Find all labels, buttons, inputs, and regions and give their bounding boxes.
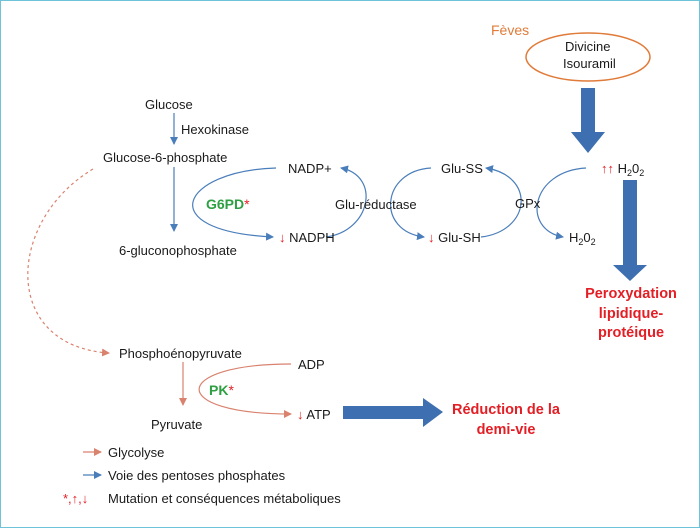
label-glucose-6-phosphate: Glucose-6-phosphate <box>103 150 228 165</box>
outcome-peroxydation: Peroxydation lipidique- protéique <box>566 285 696 344</box>
nadph-down-arrow: ↓ <box>279 230 286 245</box>
h2o2-up-arrows: ↑↑ <box>601 161 614 176</box>
label-h2o2-top: ↑↑ H202 <box>601 161 645 178</box>
label-nadp-plus: NADP+ <box>288 161 332 176</box>
reduction-line2: demi-vie <box>476 421 536 438</box>
enzyme-pk: PK* <box>209 383 234 397</box>
peroxydation-line1: Peroxydation <box>585 286 677 302</box>
legend-mutation-symbols: *,↑,↓ <box>63 491 89 506</box>
arrow-glush-gluss-gpx <box>480 165 522 238</box>
label-h2o2-bottom: H202 <box>569 230 596 247</box>
peroxydation-line2: lipidique- <box>598 305 664 322</box>
label-phosphoenopyruvate: Phosphoénopyruvate <box>119 346 242 361</box>
feves-isouramil: Isouramil <box>563 56 616 71</box>
arrow-g6p-pep-dotted <box>27 168 110 357</box>
enzyme-pk-label: PK <box>209 382 229 398</box>
glu-sh-text: Glu-SH <box>438 230 481 245</box>
label-pyruvate: Pyruvate <box>151 417 203 432</box>
label-adp: ADP <box>298 357 325 372</box>
h2o2-top-sub2: 2 <box>639 168 645 178</box>
arrow-nadph-nadp-reductase <box>325 165 367 238</box>
h2o2-top-sub1: 2 <box>627 168 633 178</box>
label-atp: ↓ ATP <box>297 408 331 421</box>
feves-divicine: Divicine <box>565 39 611 54</box>
enzyme-gpx: GPx <box>515 196 541 211</box>
feves-ellipse <box>525 32 651 82</box>
enzyme-g6pd-label: G6PD <box>206 196 245 212</box>
h2o2-bottom-o: 0 <box>583 230 591 245</box>
enzyme-g6pd-mutation: * <box>244 196 250 212</box>
label-nadph: ↓ NADPH <box>279 231 335 244</box>
label-hexokinase: Hexokinase <box>181 122 249 137</box>
nadph-text: NADPH <box>289 230 335 245</box>
atp-text: ATP <box>306 407 331 422</box>
reduction-line1: Réduction de la <box>452 402 560 418</box>
big-arrow-right-atp <box>343 398 443 427</box>
enzyme-g6pd: G6PD* <box>206 197 250 211</box>
big-arrow-down-feves <box>571 88 605 153</box>
legend-mutation: Mutation et conséquences métaboliques <box>108 491 341 506</box>
label-glucose: Glucose <box>145 97 193 112</box>
arrow-nadp-nadph <box>192 167 277 241</box>
glu-sh-down-arrow: ↓ <box>428 230 435 245</box>
h2o2-bottom-sub1: 2 <box>578 237 584 247</box>
atp-down-arrow: ↓ <box>297 407 304 422</box>
arrow-gluss-glush <box>390 167 432 241</box>
enzyme-pk-mutation: * <box>228 382 234 398</box>
legend-glycolyse: Glycolyse <box>108 445 165 460</box>
h2o2-top-h: H <box>617 161 628 176</box>
enzyme-glu-reductase: Glu-réductase <box>335 197 417 212</box>
label-glu-ss: Glu-SS <box>441 161 483 176</box>
arrow-adp-atp <box>198 363 292 418</box>
label-glu-sh: ↓ Glu-SH <box>428 231 481 244</box>
feves-title: Fèves <box>491 22 530 38</box>
h2o2-bottom-sub2: 2 <box>590 237 596 247</box>
peroxydation-line3: protéique <box>597 325 665 342</box>
h2o2-bottom-h: H <box>569 230 579 245</box>
legend-pentoses: Voie des pentoses phosphates <box>108 468 286 483</box>
outcome-reduction-demi-vie: Réduction de la demi-vie <box>436 401 576 440</box>
h2o2-top-o: 0 <box>632 161 640 176</box>
arrow-h2o2-h2o2-gpx <box>536 167 587 240</box>
label-6-gluconophosphate: 6-gluconophosphate <box>119 243 237 258</box>
big-arrow-down-h2o2 <box>613 180 647 281</box>
